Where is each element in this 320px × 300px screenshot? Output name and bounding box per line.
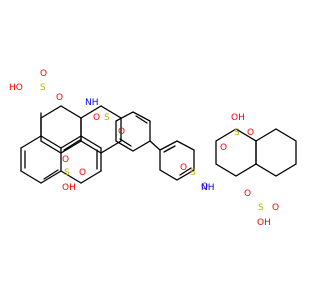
left-naphthalene [20,112,102,184]
atom-label-oh: OH [231,113,245,123]
atom-label-s: S [190,168,196,178]
atom-label-s: S [64,168,70,178]
atom-label-s: S [104,113,110,123]
atom-label-o: O [201,182,208,192]
right-sulfonamide: O S O NH [180,163,215,193]
atom-label-o: O [40,69,47,79]
atom-label-oh: OH [257,218,271,228]
atom-label-oh: OH [62,183,76,193]
atom-label-ho: HO [9,83,23,93]
right-sulfonic-top: OH S O O [220,113,254,153]
left-naphthalene-rings [40,105,122,154]
left-sulfonic-top: O HO S O [9,69,63,103]
atom-label-s: S [40,83,46,93]
atom-label-o: O [62,155,69,165]
atom-label-s: S [234,128,240,138]
right-naphthalene [215,128,297,177]
left-sulfonamide: NH O S O [85,98,125,137]
atom-label-o: O [118,127,125,137]
molecule-drawing: O HO S O NH O S O O S O OH O S O NH OH S… [9,69,297,228]
atom-label-o: O [79,168,86,178]
left-sulfonic-bottom: O S O OH [62,155,86,193]
atom-label-o: O [56,93,63,103]
atom-label-o: O [244,189,251,199]
structure-canvas: O HO S O NH O S O O S O OH O S O NH OH S… [9,69,297,228]
atom-label-o: O [247,128,254,138]
atom-label-o: O [272,203,279,213]
atom-label-s: S [258,203,264,213]
atom-label-nh: NH [85,98,99,108]
atom-label-o: O [93,113,100,123]
biphenyl-core [115,111,195,181]
atom-label-nh: NH [201,183,215,193]
atom-label-o: O [180,163,187,173]
atom-label-o: O [220,143,227,153]
right-sulfonic-bottom: O S O OH [244,189,279,228]
